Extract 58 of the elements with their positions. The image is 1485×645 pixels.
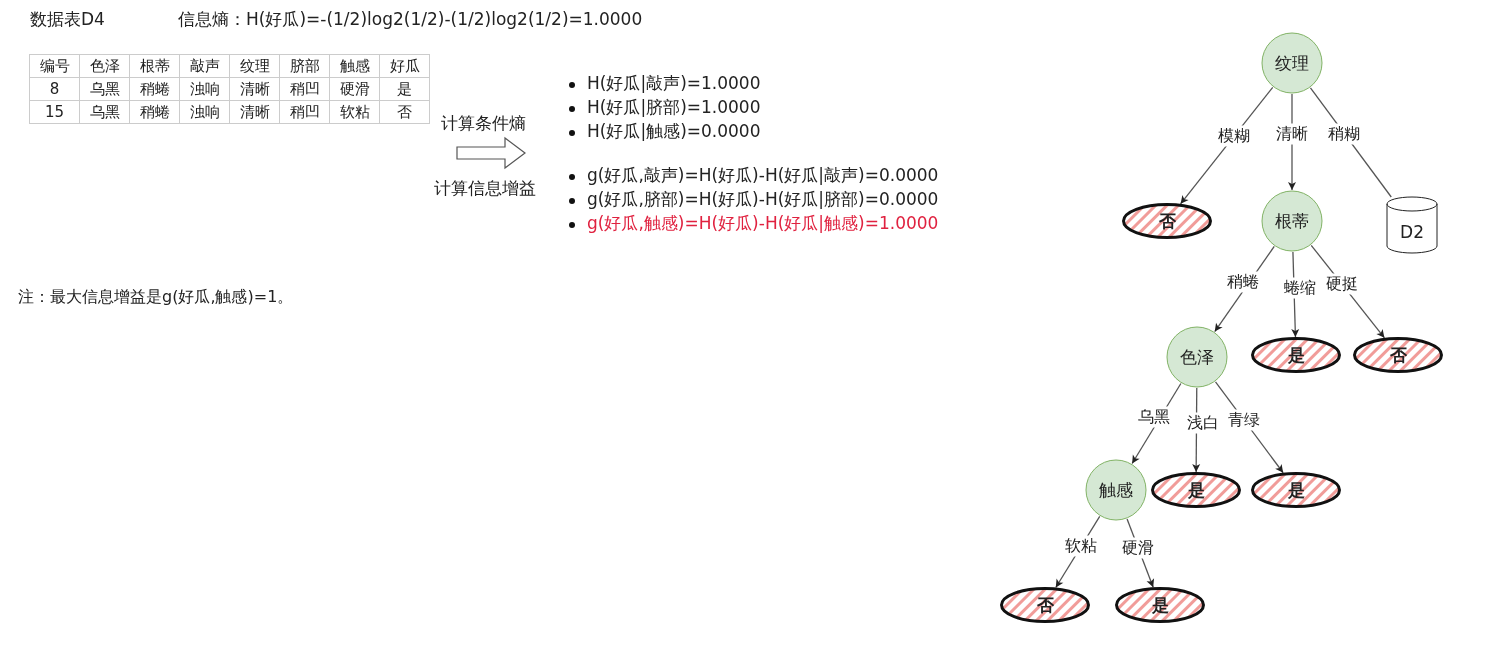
table-header-cell: 纹理	[229, 54, 280, 78]
bullet-item: g(好瓜,触感)=H(好瓜)-H(好瓜|触感)=1.0000	[587, 212, 939, 235]
leaf-ellipse: 否	[1000, 587, 1090, 623]
bullet-item: g(好瓜,脐部)=H(好瓜)-H(好瓜|脐部)=0.0000	[587, 188, 939, 211]
bullet-item: H(好瓜|触感)=0.0000	[587, 120, 761, 143]
decision-circle: 纹理	[1261, 32, 1323, 94]
table-header-cell: 触感	[329, 54, 380, 78]
leaf-ellipse: 是	[1251, 472, 1341, 508]
table-title: 数据表D4	[30, 8, 105, 31]
edge-label: 乌黑	[1137, 406, 1172, 428]
edge-label: 蜷缩	[1283, 277, 1317, 299]
step-label: 计算条件熵	[441, 112, 526, 135]
table-cell: 软粘	[329, 100, 380, 124]
leaf-ellipse: 是	[1115, 587, 1205, 623]
table-cell: 清晰	[229, 100, 280, 124]
edge-label: 稍蜷	[1226, 271, 1261, 293]
bullet-item: g(好瓜,敲声)=H(好瓜)-H(好瓜|敲声)=0.0000	[587, 164, 939, 187]
edge-label: 浅白	[1185, 412, 1220, 434]
decision-circle: 根蒂	[1261, 190, 1323, 252]
table-cell: 乌黑	[79, 77, 130, 101]
table-header-cell: 好瓜	[379, 54, 430, 78]
table-cell: 15	[29, 100, 80, 124]
table-cell: 乌黑	[79, 100, 130, 124]
table-cell: 否	[379, 100, 430, 124]
table-cell: 浊响	[179, 77, 230, 101]
table-cell: 清晰	[229, 77, 280, 101]
table-cell: 稍蜷	[129, 77, 180, 101]
edge-label: 青绿	[1226, 409, 1261, 431]
table-header-cell: 编号	[29, 54, 80, 78]
step-label: 计算信息增益	[434, 177, 536, 200]
table-cell: 稍凹	[279, 100, 330, 124]
table-header-cell: 根蒂	[129, 54, 180, 78]
decision-circle: 色泽	[1166, 326, 1228, 388]
edge-label: 模糊	[1217, 125, 1252, 147]
table-header-cell: 脐部	[279, 54, 330, 78]
table-cell: 8	[29, 77, 80, 101]
bullet-item: H(好瓜|脐部)=1.0000	[587, 96, 761, 119]
table-cell: 浊响	[179, 100, 230, 124]
bullet-item: H(好瓜|敲声)=1.0000	[587, 72, 761, 95]
leaf-ellipse: 否	[1353, 337, 1443, 373]
entropy-formula: 信息熵：H(好瓜)=-(1/2)log2(1/2)-(1/2)log2(1/2)=1.0000	[178, 8, 643, 31]
leaf-ellipse: 是	[1251, 337, 1341, 373]
dataset-cylinder: D2	[1386, 197, 1438, 253]
edge-label: 硬挺	[1324, 273, 1359, 295]
edge-label: 软粘	[1064, 535, 1099, 557]
edge-label: 清晰	[1275, 123, 1309, 145]
table-header-cell: 色泽	[79, 54, 130, 78]
table-cell: 是	[379, 77, 430, 101]
table-cell: 稍蜷	[129, 100, 180, 124]
table-cell: 硬滑	[329, 77, 380, 101]
table-header-cell: 敲声	[179, 54, 230, 78]
table-cell: 稍凹	[279, 77, 330, 101]
edge-label: 稍糊	[1327, 123, 1362, 145]
leaf-ellipse: 否	[1122, 203, 1212, 239]
note-text: 注：最大信息增益是g(好瓜,触感)=1。	[18, 287, 294, 308]
decision-circle: 触感	[1085, 459, 1147, 521]
leaf-ellipse: 是	[1151, 472, 1241, 508]
edge-label: 硬滑	[1121, 537, 1156, 559]
